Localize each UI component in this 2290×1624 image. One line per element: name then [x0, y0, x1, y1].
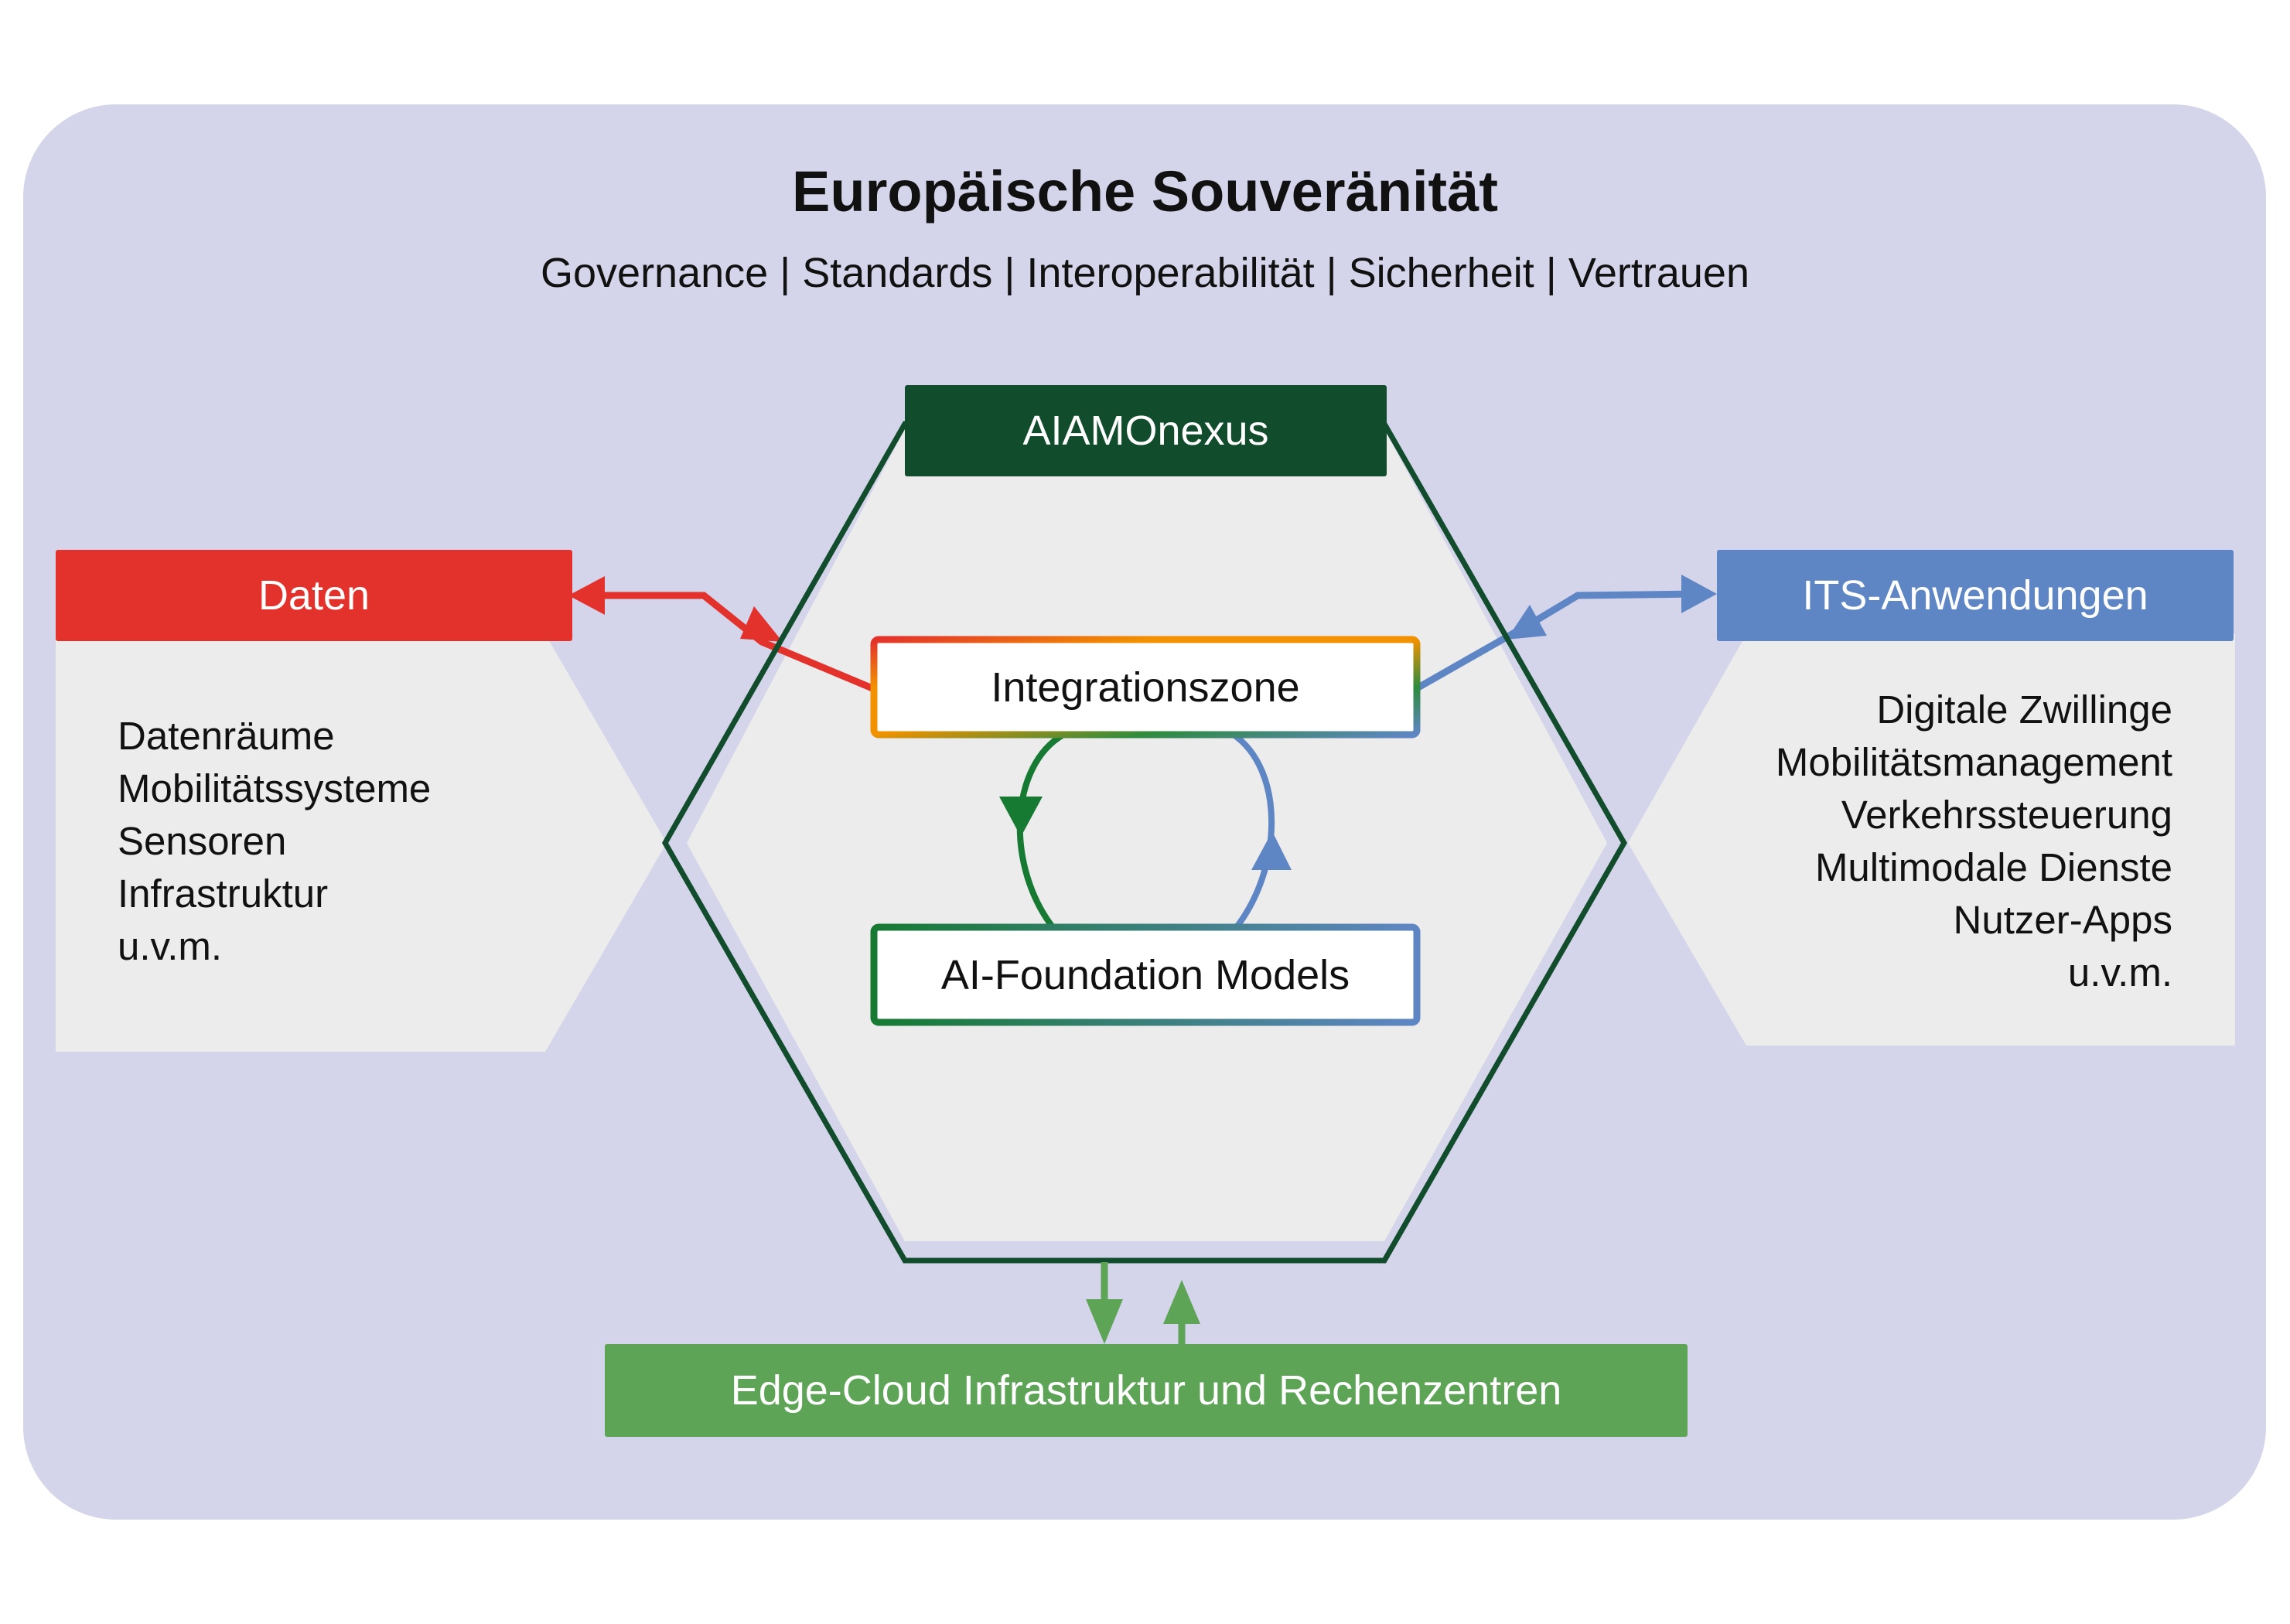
list-item: u.v.m.	[2067, 950, 2172, 995]
integration-zone-label: Integrationszone	[991, 664, 1300, 711]
daten-header: Daten	[258, 572, 370, 619]
daten-connector	[588, 592, 874, 692]
its-header: ITS-Anwendungen	[1802, 572, 2148, 619]
page-subtitle: Governance | Standards | Interoperabilit…	[541, 250, 1749, 296]
its-arrowhead-left	[1507, 605, 1547, 640]
cycle-arrow-right-head	[1251, 831, 1292, 870]
daten-list: Datenräume Mobilitätssysteme Sensoren In…	[118, 710, 431, 973]
nexus-header: AIAMOnexus	[1022, 408, 1269, 454]
edge-cloud-label: Edge-Cloud Infrastruktur und Rechenzentr…	[730, 1367, 1562, 1414]
its-arrowhead-right	[1681, 575, 1717, 613]
list-item: Nutzer-Apps	[1953, 898, 2172, 942]
edge-arrow-down-head	[1086, 1299, 1123, 1344]
cycle-arrow-left-head	[999, 797, 1043, 837]
daten-header-bar	[56, 550, 572, 641]
list-item: Digitale Zwillinge	[1876, 687, 2172, 732]
nexus-header-bar	[905, 385, 1387, 476]
list-item: Mobilitätsmanagement	[1775, 740, 2172, 784]
foundation-models-label: AI-Foundation Models	[940, 951, 1350, 998]
foundation-models-box	[870, 923, 1421, 1026]
cycle-arc-right	[1231, 732, 1275, 930]
list-item: Datenräume	[118, 714, 335, 758]
list-item: u.v.m.	[118, 924, 223, 968]
list-item: Multimodale Dienste	[1814, 845, 2172, 889]
daten-panel	[56, 634, 667, 1052]
its-list: Digitale Zwillinge Mobilitätsmanagement …	[1776, 684, 2172, 999]
edge-cloud-bar	[605, 1344, 1688, 1437]
list-item: Verkehrssteuerung	[1841, 793, 2172, 837]
daten-arrowhead-right	[740, 606, 783, 642]
list-item: Mobilitätssysteme	[118, 766, 432, 810]
list-item: Infrastruktur	[118, 872, 329, 916]
its-header-bar	[1717, 550, 2234, 641]
page-title: Europäische Souveränität	[792, 159, 1498, 223]
integration-zone-box	[870, 636, 1421, 739]
nexus-hexagon-fill	[687, 429, 1607, 1241]
list-item: Sensoren	[118, 819, 287, 863]
its-panel	[1628, 634, 2235, 1046]
daten-arrowhead-left	[568, 576, 605, 615]
edge-arrow-up-head	[1163, 1280, 1200, 1324]
its-connector	[1415, 590, 1698, 691]
